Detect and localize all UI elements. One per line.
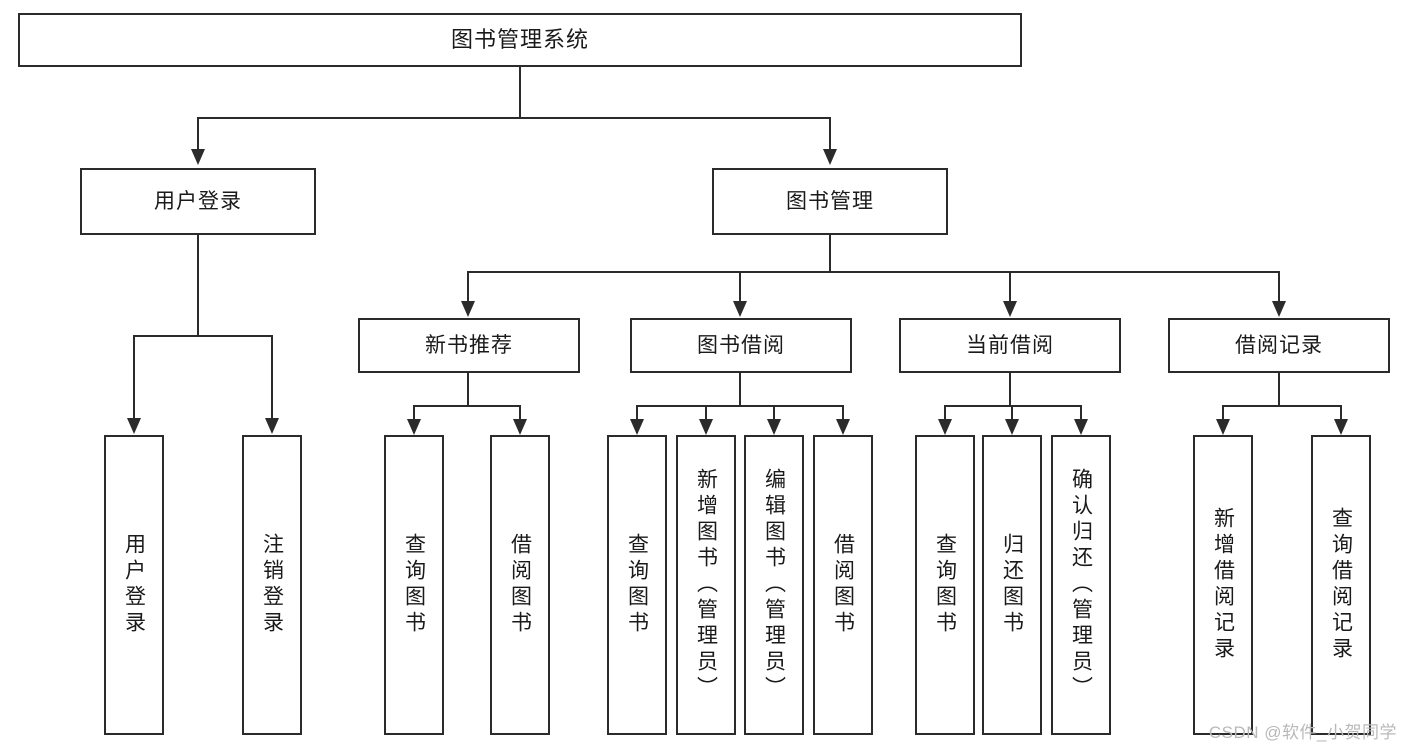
connector-level1-drop-user-login (197, 117, 199, 151)
node-label: 编辑图书（管理员） (762, 468, 786, 702)
arrowhead-leaf-add-book (699, 419, 713, 435)
arrowhead-new-book-recommend (461, 301, 475, 317)
connector-drop-leaf-edit-book (773, 405, 775, 423)
node-leaf-add-borrow-record[interactable]: 新增借阅记录 (1193, 435, 1253, 735)
node-root-book-management-system[interactable]: 图书管理系统 (18, 13, 1022, 67)
node-leaf-query-book-1[interactable]: 查询图书 (384, 435, 444, 735)
connector-level2-bus (468, 271, 1280, 273)
node-new-book-recommend[interactable]: 新书推荐 (358, 318, 580, 373)
node-leaf-borrow-book-1[interactable]: 借阅图书 (490, 435, 550, 735)
node-label: 用户登录 (154, 189, 242, 213)
connector-new-book-recommend-bus (414, 405, 520, 407)
node-leaf-user-login[interactable]: 用户登录 (104, 435, 164, 735)
node-leaf-confirm-return[interactable]: 确认归还（管理员） (1051, 435, 1111, 735)
arrowhead-leaf-user-login (127, 418, 141, 434)
node-label: 查询借阅记录 (1329, 507, 1353, 663)
arrowhead-user-login (191, 149, 205, 165)
connector-drop-leaf-add-book (705, 405, 707, 423)
arrowhead-leaf-borrow-book-1 (513, 419, 527, 435)
node-label: 注销登录 (260, 533, 284, 637)
connector-drop-leaf-return-book (1011, 405, 1013, 423)
node-label: 确认归还（管理员） (1069, 468, 1093, 702)
connector-drop-current-borrow (1009, 271, 1011, 303)
connector-borrow-record-stem (1278, 373, 1280, 405)
node-label: 图书管理系统 (450, 26, 589, 52)
connector-drop-leaf-query-book-3 (944, 405, 946, 423)
node-current-borrow[interactable]: 当前借阅 (899, 318, 1121, 373)
node-label: 借阅记录 (1235, 333, 1323, 357)
connector-book-manage-stem (829, 235, 831, 271)
arrowhead-leaf-query-book-2 (630, 419, 644, 435)
arrowhead-leaf-return-book (1005, 419, 1019, 435)
connector-user-login-stem (197, 235, 199, 335)
arrowhead-leaf-query-book-3 (938, 419, 952, 435)
node-label: 图书借阅 (697, 333, 785, 357)
node-label: 新书推荐 (425, 333, 513, 357)
connector-drop-leaf-confirm-return (1080, 405, 1082, 423)
node-label: 新增图书（管理员） (694, 468, 718, 702)
node-label: 查询图书 (625, 533, 649, 637)
node-label: 新增借阅记录 (1211, 507, 1235, 663)
node-leaf-query-borrow-record[interactable]: 查询借阅记录 (1311, 435, 1371, 735)
arrowhead-book-borrow (733, 301, 747, 317)
node-label: 用户登录 (122, 533, 146, 637)
connector-user-login-bus (134, 335, 272, 337)
connector-new-book-recommend-stem (467, 373, 469, 405)
node-user-login[interactable]: 用户登录 (80, 168, 316, 235)
connector-drop-leaf-borrow-book-1 (519, 405, 521, 423)
node-leaf-borrow-book-2[interactable]: 借阅图书 (813, 435, 873, 735)
connector-drop-leaf-query-book-1 (413, 405, 415, 423)
arrowhead-borrow-record (1272, 301, 1286, 317)
node-leaf-return-book[interactable]: 归还图书 (982, 435, 1042, 735)
arrowhead-leaf-logout-login (265, 418, 279, 434)
arrowhead-leaf-confirm-return (1074, 419, 1088, 435)
connector-root-stem (519, 67, 521, 117)
node-leaf-logout-login[interactable]: 注销登录 (242, 435, 302, 735)
connector-drop-leaf-query-borrow-record (1340, 405, 1342, 423)
arrowhead-leaf-query-book-1 (407, 419, 421, 435)
node-label: 查询图书 (402, 533, 426, 637)
connector-book-borrow-bus (637, 405, 844, 407)
node-label: 当前借阅 (966, 333, 1054, 357)
node-label: 图书管理 (786, 189, 874, 213)
node-book-borrow[interactable]: 图书借阅 (630, 318, 852, 373)
arrowhead-leaf-borrow-book-2 (836, 419, 850, 435)
node-leaf-edit-book[interactable]: 编辑图书（管理员） (744, 435, 804, 735)
arrowhead-leaf-add-borrow-record (1216, 419, 1230, 435)
arrowhead-book-manage (823, 149, 837, 165)
connector-drop-book-borrow (739, 271, 741, 303)
connector-drop-leaf-add-borrow-record (1222, 405, 1224, 423)
connector-drop-borrow-record (1278, 271, 1280, 303)
node-label: 归还图书 (1000, 533, 1024, 637)
node-leaf-query-book-3[interactable]: 查询图书 (915, 435, 975, 735)
connector-drop-leaf-borrow-book-2 (842, 405, 844, 423)
connector-drop-leaf-logout-login (271, 335, 273, 420)
connector-current-borrow-stem (1009, 373, 1011, 405)
connector-current-borrow-bus (945, 405, 1082, 407)
node-label: 借阅图书 (508, 533, 532, 637)
node-borrow-record[interactable]: 借阅记录 (1168, 318, 1390, 373)
node-label: 借阅图书 (831, 533, 855, 637)
node-leaf-add-book[interactable]: 新增图书（管理员） (676, 435, 736, 735)
node-leaf-query-book-2[interactable]: 查询图书 (607, 435, 667, 735)
connector-drop-new-book-recommend (467, 271, 469, 303)
connector-level1-drop-book-manage (829, 117, 831, 151)
connector-level1-bus (198, 117, 830, 119)
connector-drop-leaf-query-book-2 (636, 405, 638, 423)
node-label: 查询图书 (933, 533, 957, 637)
connector-book-borrow-stem (739, 373, 741, 405)
arrowhead-leaf-query-borrow-record (1334, 419, 1348, 435)
node-book-manage[interactable]: 图书管理 (712, 168, 948, 235)
connector-drop-leaf-user-login (133, 335, 135, 420)
arrowhead-leaf-edit-book (767, 419, 781, 435)
arrowhead-current-borrow (1003, 301, 1017, 317)
connector-borrow-record-bus (1223, 405, 1341, 407)
